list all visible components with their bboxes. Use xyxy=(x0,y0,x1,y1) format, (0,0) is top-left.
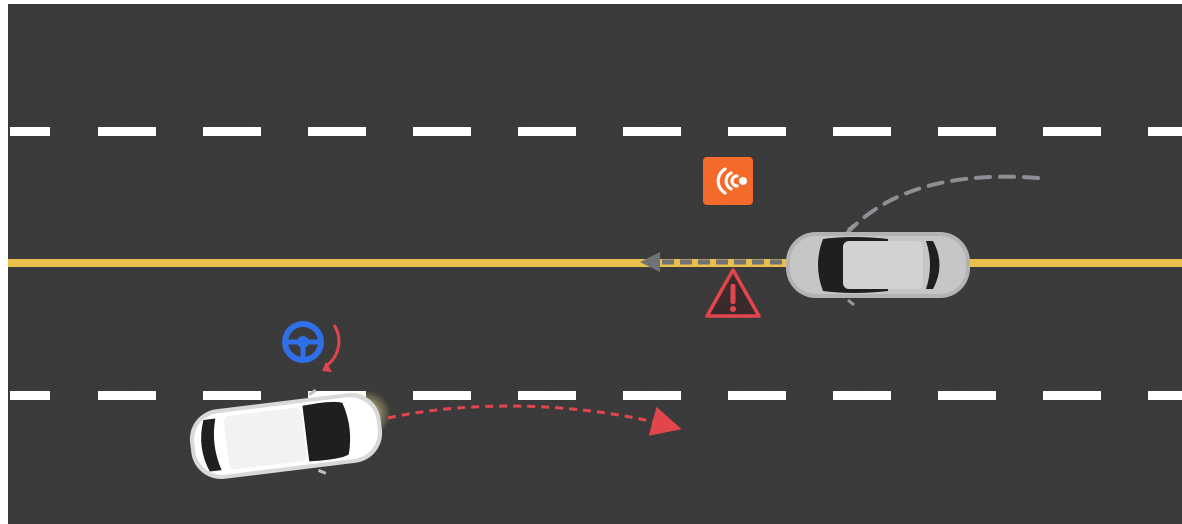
oncoming-car xyxy=(786,225,970,305)
radar-signal-icon xyxy=(703,157,753,205)
center-line xyxy=(8,259,1182,267)
steering-wheel-icon xyxy=(282,321,324,363)
